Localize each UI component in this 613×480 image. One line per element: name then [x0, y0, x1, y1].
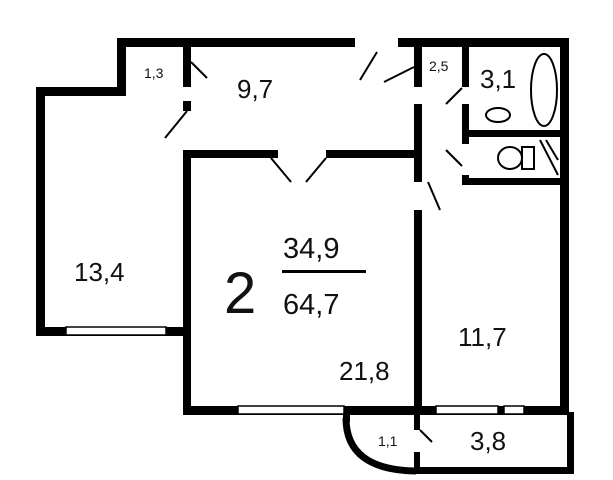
door-right-room [427, 181, 441, 211]
door-hall-right [383, 66, 415, 83]
door-left-room [164, 110, 188, 139]
doors [164, 51, 463, 443]
windows [65, 326, 525, 415]
door-closet [190, 61, 208, 79]
total-area: 64,7 [283, 289, 339, 321]
window-left-room [65, 326, 167, 336]
left-room-area: 13,4 [74, 257, 125, 287]
balcony-area: 1,1 [378, 433, 398, 449]
window-living-room [237, 405, 345, 415]
door-corridor-bath [445, 87, 463, 105]
right-room-area: 11,7 [458, 322, 507, 352]
bathtub-icon [530, 53, 558, 127]
living-room-area: 21,8 [339, 356, 390, 386]
toilet-icon [497, 139, 559, 176]
sink-icon [485, 107, 511, 123]
window-right-room [435, 405, 499, 415]
bathroom-area: 3,1 [480, 64, 516, 94]
window-right-room-small [503, 405, 525, 415]
door-living-right [305, 157, 327, 183]
room-count: 2 [224, 261, 256, 326]
fraction-bar [282, 270, 366, 273]
door-corridor-wc [445, 149, 463, 167]
door-living-left [270, 157, 292, 183]
door-hall-corridor [359, 51, 378, 81]
corridor-area: 2,5 [429, 58, 449, 74]
closet-area: 1,3 [144, 65, 164, 81]
hall-area: 9,7 [237, 74, 273, 104]
door-loggia [419, 429, 433, 443]
loggia-area: 3,8 [470, 426, 506, 456]
balcony-curve [342, 417, 417, 475]
living-area-total: 34,9 [283, 233, 339, 265]
